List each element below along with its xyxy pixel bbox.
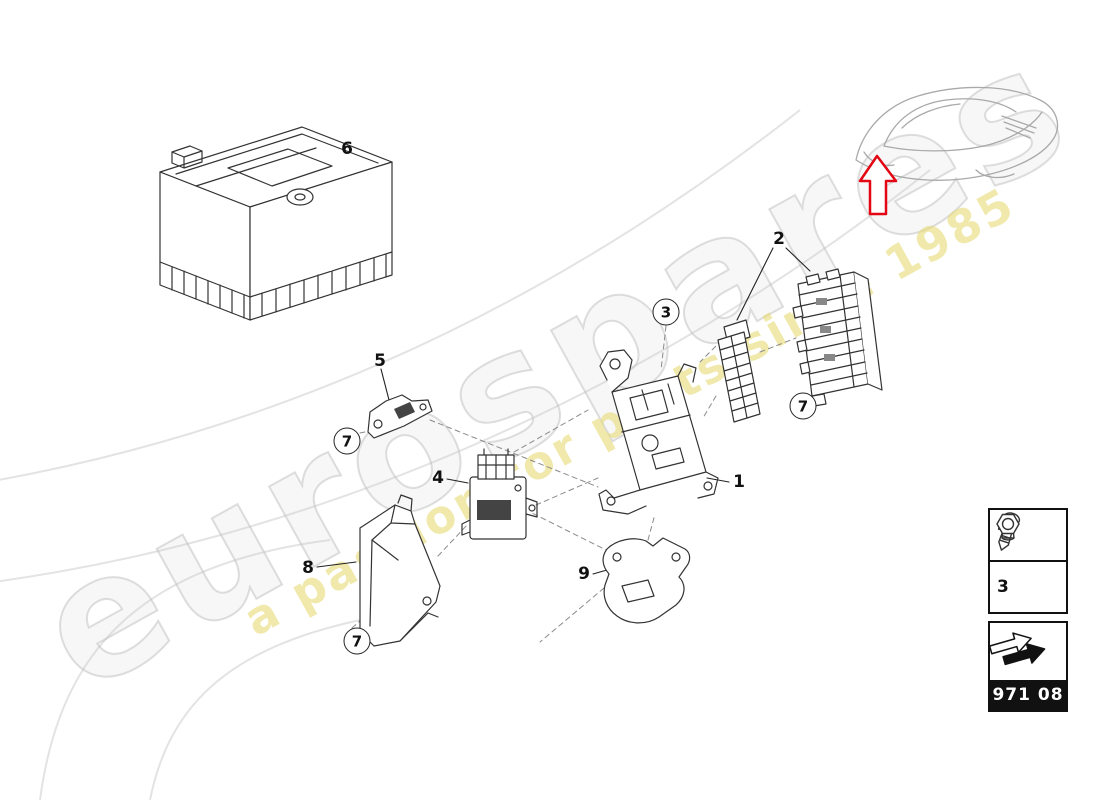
nut-icon bbox=[996, 513, 1020, 541]
retaining-bracket-part[interactable] bbox=[367, 394, 433, 439]
mounting-plate-part[interactable] bbox=[602, 537, 691, 624]
section-arrow-icon bbox=[990, 632, 1046, 666]
part-label-fuse-box[interactable]: 1 bbox=[733, 472, 745, 492]
callout-screw-7a[interactable]: 7 bbox=[333, 427, 361, 455]
part-label-battery[interactable]: 6 bbox=[341, 139, 353, 159]
callout-screw-7b[interactable]: 7 bbox=[343, 627, 371, 655]
fuse-holder-part[interactable] bbox=[792, 268, 883, 407]
part-label-fuse-holder[interactable]: 2 bbox=[773, 229, 785, 249]
part-group-code: 971 08 bbox=[990, 680, 1066, 710]
part-label-mounting-plate[interactable]: 9 bbox=[578, 564, 590, 584]
part-group-box[interactable]: 971 08 bbox=[988, 621, 1068, 712]
fastener-legend: 7 3 bbox=[988, 508, 1068, 614]
fuse-strip-part[interactable] bbox=[717, 319, 761, 423]
section-arrow-iconwrap bbox=[990, 623, 1066, 680]
cover-part[interactable] bbox=[359, 494, 441, 647]
fuse-box-part[interactable] bbox=[598, 349, 719, 515]
part-label-control-module[interactable]: 4 bbox=[432, 468, 444, 488]
part-label-bracket[interactable]: 5 bbox=[374, 351, 386, 371]
direction-arrow-icon bbox=[858, 154, 898, 216]
legend-row-nut: 3 bbox=[990, 513, 1066, 612]
control-module-part[interactable] bbox=[461, 448, 538, 540]
callout-nut-3[interactable]: 3 bbox=[652, 298, 680, 326]
battery-part[interactable] bbox=[159, 126, 393, 321]
legend-ref-nut: 3 bbox=[997, 577, 1009, 597]
callout-screw-7c[interactable]: 7 bbox=[789, 392, 817, 420]
part-label-cover[interactable]: 8 bbox=[302, 558, 314, 578]
